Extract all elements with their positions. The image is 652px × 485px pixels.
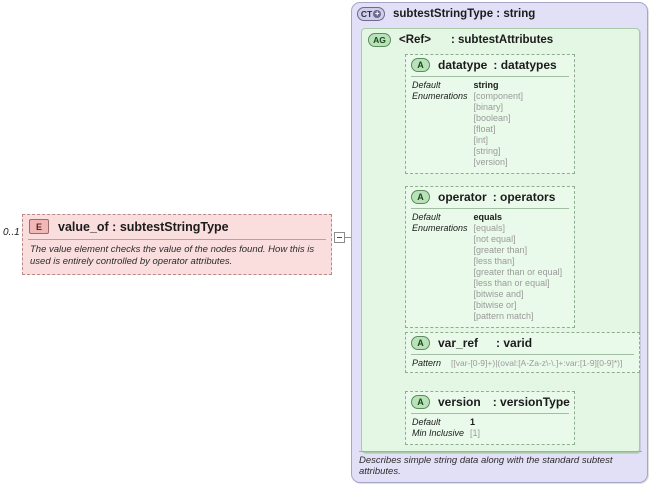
enum-value: [less than] [473, 256, 515, 266]
complex-type-container[interactable]: CT+ subtestStringType : string AG <Ref> … [351, 2, 648, 483]
attribute-group-container[interactable]: AG <Ref> : subtestAttributes A datatype … [361, 28, 640, 453]
facet-value-default: 1 [470, 417, 476, 427]
attribute-type-version: : versionType [492, 395, 570, 409]
enum-value: [int] [473, 135, 489, 145]
element-divider [28, 239, 326, 240]
attribute-group-type: : subtestAttributes [450, 34, 554, 46]
cardinality-label: 0..1 [3, 227, 20, 238]
attribute-box-version[interactable]: A version : versionType Default Min Incl… [405, 391, 575, 445]
facet-labels-version: Default Min Inclusive [412, 417, 464, 439]
enum-value: [greater than or equal] [473, 267, 563, 277]
facet-label-default: Default [412, 212, 441, 222]
enum-value: [not equal] [473, 234, 516, 244]
attribute-badge-icon: A [411, 58, 430, 72]
facet-labels-datatype: Default Enumerations [412, 80, 468, 168]
facet-row-pattern: Pattern [[var-[0-9]+)|(oval:[A-Za-z\-\.]… [406, 355, 639, 372]
attribute-type-var-ref: : varid [496, 336, 533, 350]
enum-value: [greater than] [473, 245, 528, 255]
attribute-box-datatype[interactable]: A datatype : datatypes Default Enumerati… [405, 54, 575, 174]
attribute-group-ref[interactable]: <Ref> [399, 34, 431, 46]
expand-plus-icon[interactable]: + [373, 9, 382, 18]
attribute-box-operator[interactable]: A operator : operators Default Enumerati… [405, 186, 575, 328]
attribute-name-version: version [438, 395, 481, 409]
complex-type-title: subtestStringType : string [393, 8, 536, 20]
enum-value: [binary] [473, 102, 504, 112]
attribute-name-operator: operator [438, 190, 487, 204]
attribute-group-badge-icon: AG [368, 33, 391, 47]
facet-label-pattern: Pattern [412, 358, 442, 368]
complex-type-badge-icon[interactable]: CT+ [357, 7, 385, 21]
attribute-badge-icon: A [411, 190, 430, 204]
facet-table-datatype: Default Enumerations string [component] … [406, 77, 574, 173]
enum-value: [bitwise or] [473, 300, 517, 310]
enum-value: [float] [473, 124, 496, 134]
facet-value-min-inclusive: [1] [470, 428, 481, 438]
attribute-name-var-ref: var_ref [438, 336, 479, 350]
enum-value: [equals] [473, 223, 506, 233]
enum-value: [boolean] [473, 113, 511, 123]
facet-label-default: Default [412, 80, 441, 90]
attribute-type-datatype: : datatypes [493, 58, 557, 72]
attribute-divider [411, 76, 569, 77]
facet-values-operator: equals [equals] [not equal] [greater tha… [474, 212, 563, 322]
facet-values-version: 1 [1] [470, 417, 480, 439]
facet-label-enumerations: Enumerations [412, 91, 468, 101]
attribute-divider [411, 413, 569, 414]
facet-table-operator: Default Enumerations equals [equals] [no… [406, 209, 574, 327]
enum-value: [bitwise and] [473, 289, 524, 299]
attribute-header-var-ref: A var_ref : varid [406, 333, 639, 354]
complex-type-footer: Describes simple string data along with … [359, 451, 642, 477]
facet-label-min-inclusive: Min Inclusive [412, 428, 465, 438]
attribute-group-header: AG <Ref> : subtestAttributes [362, 29, 639, 47]
facet-table-version: Default Min Inclusive 1 [1] [406, 414, 574, 444]
element-box-value-of[interactable]: E value_of : subtestStringType The value… [22, 214, 332, 275]
attribute-badge-icon: A [411, 336, 430, 350]
facet-label-enumerations: Enumerations [412, 223, 468, 233]
attribute-name-datatype: datatype [438, 58, 488, 72]
attribute-header-operator: A operator : operators [406, 187, 574, 208]
attribute-type-operator: : operators [492, 190, 556, 204]
element-badge-icon: E [29, 219, 49, 234]
complex-type-documentation: Describes simple string data along with … [359, 455, 613, 477]
attribute-header-datatype: A datatype : datatypes [406, 55, 574, 76]
facet-value-pattern: [[var-[0-9]+)|(oval:[A-Za-z\-\.]+:var:[1… [451, 358, 623, 368]
complex-type-header: CT+ subtestStringType : string [352, 3, 647, 21]
facet-values-datatype: string [component] [binary] [boolean] [f… [474, 80, 524, 168]
enum-value: [version] [473, 157, 508, 167]
facet-labels-operator: Default Enumerations [412, 212, 468, 322]
facet-value-default: string [473, 80, 499, 90]
attribute-box-var-ref[interactable]: A var_ref : varid Pattern [[var-[0-9]+)|… [405, 332, 640, 373]
facet-label-default: Default [412, 417, 441, 427]
collapse-toggle-icon[interactable] [334, 232, 345, 243]
attribute-divider [411, 208, 569, 209]
enum-value: [string] [473, 146, 501, 156]
enum-value: [less than or equal] [473, 278, 550, 288]
complex-type-badge-label: CT [360, 9, 373, 19]
facet-value-default: equals [473, 212, 503, 222]
element-documentation: The value element checks the value of th… [30, 244, 315, 267]
element-title: value_of : subtestStringType [58, 219, 229, 234]
footer-divider [359, 451, 642, 452]
enum-value: [pattern match] [473, 311, 534, 321]
attribute-header-version: A version : versionType [406, 392, 574, 413]
enum-value: [component] [473, 91, 524, 101]
attribute-badge-icon: A [411, 395, 430, 409]
element-header: E value_of : subtestStringType [23, 215, 331, 239]
attribute-divider [411, 354, 634, 355]
